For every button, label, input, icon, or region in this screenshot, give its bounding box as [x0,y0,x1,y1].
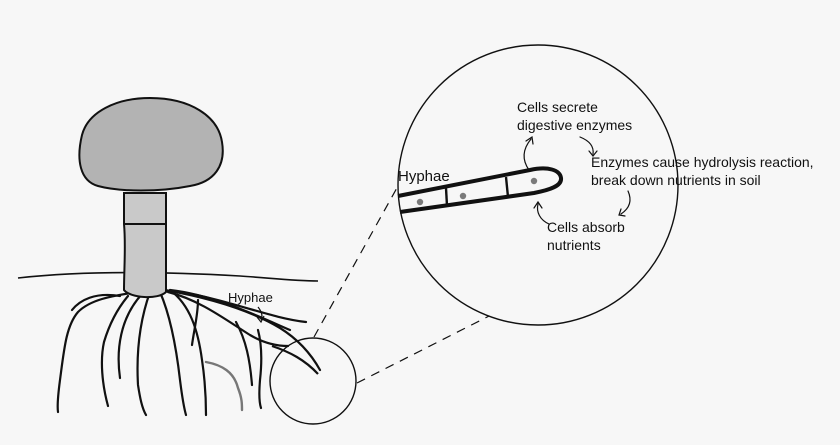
arrow-up-head [525,135,534,145]
hyphae-small-arrowhead [256,315,265,324]
soil-surface-line [17,271,319,282]
arrow-absorb-head [533,200,543,209]
hypha-tube [397,166,563,214]
absorb-label-line2: nutrients [547,237,601,253]
zoom-circle [397,44,679,326]
process-arrows [523,135,631,225]
secrete-label-line2: digestive enzymes [517,117,632,133]
hydrolysis-label-line1: Enzymes cause hydrolysis reaction, [591,154,814,170]
arrow-secrete-head [588,150,598,157]
mushroom-stem [122,192,168,298]
hypha-in-small-circle [271,344,319,375]
arrow-secrete-to-hydrolysis [579,136,594,155]
arrow-hydrolysis-head [618,208,626,217]
hyphae-network [56,288,322,417]
hydrolysis-label-line2: break down nutrients in soil [591,172,761,188]
secrete-label-line1: Cells secrete [517,99,598,115]
arrow-up-to-secrete [523,138,532,171]
absorb-label-line1: Cells absorb [547,219,625,235]
cell-nuclei [416,177,538,206]
zoom-dashed-lines [313,185,498,384]
mushroom-cap [78,96,224,192]
hyphae-small-pointer [257,306,263,321]
gray-hypha-strand [204,360,244,412]
hyphae-small-label: Hyphae [228,290,273,305]
hypha-cell-walls [444,176,510,207]
magnifier-small-circle [269,337,357,425]
hyphae-zoom-label: Hyphae [398,168,450,185]
arrow-hydrolysis-to-absorb [620,190,631,215]
arrow-absorb-to-hypha [536,203,550,225]
